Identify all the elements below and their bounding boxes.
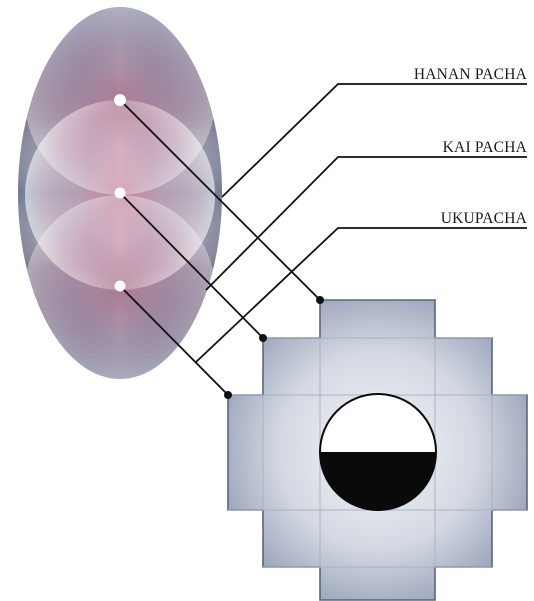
world-dots [114, 94, 324, 399]
kai-dot [114, 187, 126, 199]
kai-leader-line [205, 156, 527, 291]
hanan-leader-line [221, 83, 527, 198]
connector-lines [119, 83, 527, 396]
uku-dot [114, 280, 126, 292]
hanan-link-line [119, 99, 321, 301]
hanan-pacha-label: HANAN PACHA [414, 66, 528, 83]
hanan-dot [114, 94, 126, 106]
hanan-corner-dot [316, 296, 324, 304]
uku-leader-line [195, 227, 527, 363]
uku-corner-dot [224, 391, 232, 399]
chakana-cross [227, 299, 528, 601]
kai-pacha-label: KAI PACHA [443, 139, 528, 156]
ukupacha-label: UKUPACHA [441, 210, 528, 227]
kai-link-line [119, 192, 264, 339]
uku-link-line [119, 285, 229, 396]
kai-corner-dot [259, 334, 267, 342]
